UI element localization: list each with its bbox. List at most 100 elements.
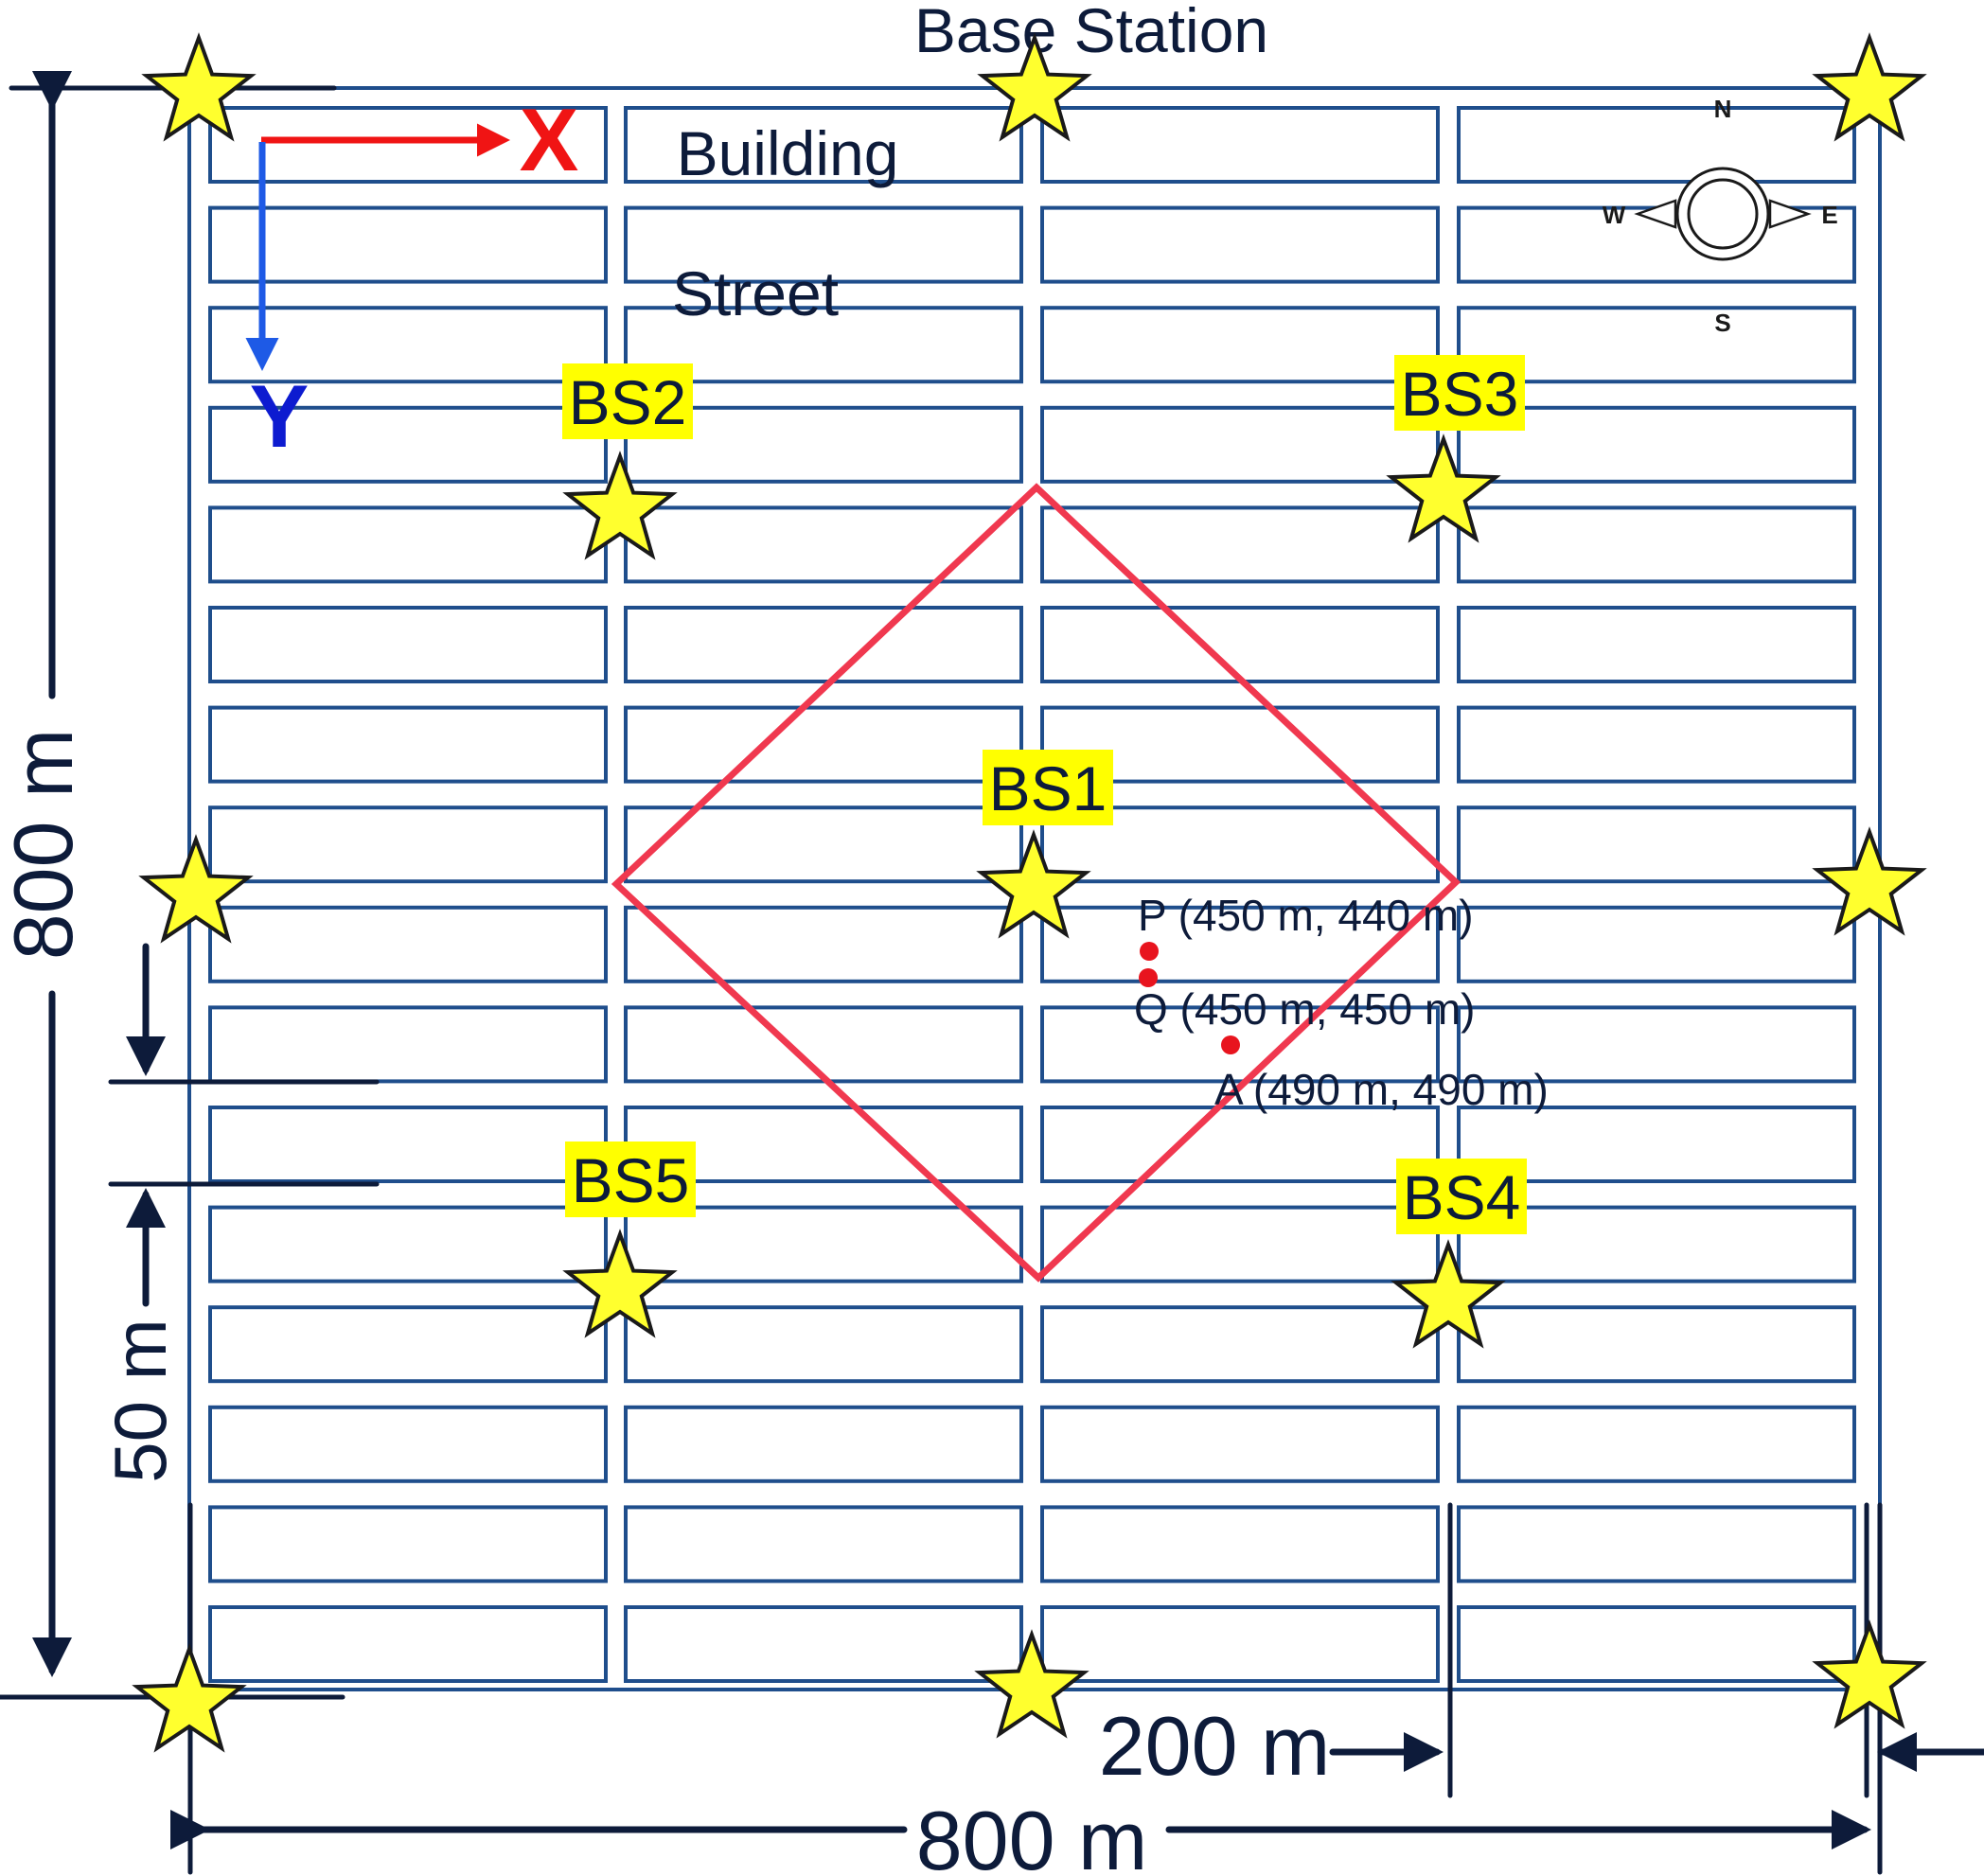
building-block [208, 1405, 608, 1483]
compass-e-label: E [1821, 201, 1837, 229]
building-block [624, 1505, 1023, 1584]
bs2-label: BS2 [562, 363, 693, 439]
bs4-label: BS4 [1396, 1159, 1527, 1234]
star-mid-left [138, 834, 254, 944]
point-p-label: P (450 m, 440 m) [1138, 891, 1474, 940]
building-block [1457, 805, 1856, 884]
building-block [624, 1405, 1023, 1483]
measurement-points: P (450 m, 440 m) Q (450 m, 450 m) A (490… [1134, 891, 1549, 1114]
building-block [1040, 705, 1440, 784]
compass-west-point [1634, 199, 1677, 229]
building-block [208, 1005, 608, 1084]
building-block [1457, 705, 1856, 784]
building-block [1040, 405, 1440, 484]
building-block [624, 705, 1023, 784]
building-block [1457, 106, 1856, 184]
building-block [208, 1205, 608, 1283]
building-block [1457, 405, 1856, 484]
building-block [1457, 1106, 1856, 1183]
bs5-star [562, 1229, 678, 1338]
block-dimension-label: 50 m [98, 1319, 182, 1482]
compass-east-point [1768, 199, 1812, 229]
building-block [624, 205, 1023, 284]
building-legend-label: Building [677, 118, 899, 188]
building-block [624, 1305, 1023, 1384]
building-block [208, 905, 608, 983]
building-grid [208, 106, 1856, 1683]
star-mid-right [1812, 826, 1927, 936]
height-dimension-label: 800 m [0, 729, 90, 961]
building-block [1457, 905, 1856, 983]
building-block [1457, 306, 1856, 384]
bs3-label: BS3 [1394, 355, 1525, 431]
svg-text:BS4: BS4 [1403, 1162, 1521, 1232]
building-block [208, 106, 608, 184]
bs2-star [562, 451, 678, 560]
building-block [208, 205, 608, 284]
compass-w-label: W [1603, 201, 1626, 229]
svg-text:BS5: BS5 [572, 1145, 690, 1215]
point-p-marker [1140, 942, 1159, 961]
bs4-star [1391, 1239, 1506, 1349]
corner-star-bottom-left [132, 1643, 247, 1753]
building-block [1457, 1205, 1856, 1283]
building-block [1457, 1605, 1856, 1683]
building-block [208, 606, 608, 683]
star-top-center [977, 32, 1092, 142]
building-block [1040, 205, 1440, 284]
compass-s-label: S [1714, 309, 1730, 337]
building-block [208, 1505, 608, 1584]
point-q-marker [1139, 968, 1158, 987]
building-block [1040, 905, 1440, 983]
building-block [624, 606, 1023, 683]
building-block [208, 1106, 608, 1183]
building-block [1457, 1005, 1856, 1084]
corner-star-top-left [141, 32, 257, 142]
building-block [1040, 805, 1440, 884]
station-labels: BS1 BS2 BS3 BS4 BS5 [562, 355, 1527, 1234]
building-block [208, 805, 608, 884]
dimension-lines [0, 71, 1984, 1875]
coverage-region [611, 483, 1461, 1283]
base-station-legend-label: Base Station [914, 0, 1268, 65]
bs5-label: BS5 [565, 1142, 696, 1217]
width-dimension-label: 800 m [916, 1794, 1148, 1876]
building-block [1457, 1405, 1856, 1483]
building-block [1457, 606, 1856, 683]
building-block [1040, 306, 1440, 384]
bs1-label: BS1 [983, 750, 1113, 825]
street-legend-label: Street [672, 258, 839, 328]
street-width-label: 200 m [1099, 1699, 1331, 1793]
bs3-star [1386, 434, 1501, 543]
corner-star-top-right [1812, 32, 1927, 142]
svg-text:BS1: BS1 [989, 753, 1107, 823]
building-block [624, 405, 1023, 484]
building-block [1457, 505, 1856, 584]
building-block [208, 505, 608, 584]
y-axis-label: Y [250, 366, 310, 466]
building-block [208, 705, 608, 784]
compass-rose: N S E W [1603, 95, 1838, 337]
building-block [1040, 1405, 1440, 1483]
x-axis-label: X [520, 90, 579, 189]
building-block [1457, 1505, 1856, 1584]
svg-text:BS2: BS2 [569, 367, 687, 437]
building-block [624, 1005, 1023, 1084]
building-block [624, 505, 1023, 584]
building-block [624, 1605, 1023, 1683]
building-block [624, 106, 1023, 184]
point-q-label: Q (450 m, 450 m) [1134, 984, 1475, 1034]
point-a-label: A (490 m, 490 m) [1214, 1065, 1549, 1114]
svg-text:BS3: BS3 [1401, 359, 1519, 429]
star-bottom-center [974, 1629, 1089, 1739]
building-block [1040, 1505, 1440, 1584]
point-a-marker [1221, 1035, 1240, 1054]
building-block [624, 905, 1023, 983]
building-block [1040, 1205, 1440, 1283]
building-block [1040, 1305, 1440, 1384]
building-block [624, 1205, 1023, 1283]
building-block [1457, 1305, 1856, 1384]
building-block [1040, 1005, 1440, 1084]
base-station-markers [132, 32, 1927, 1753]
